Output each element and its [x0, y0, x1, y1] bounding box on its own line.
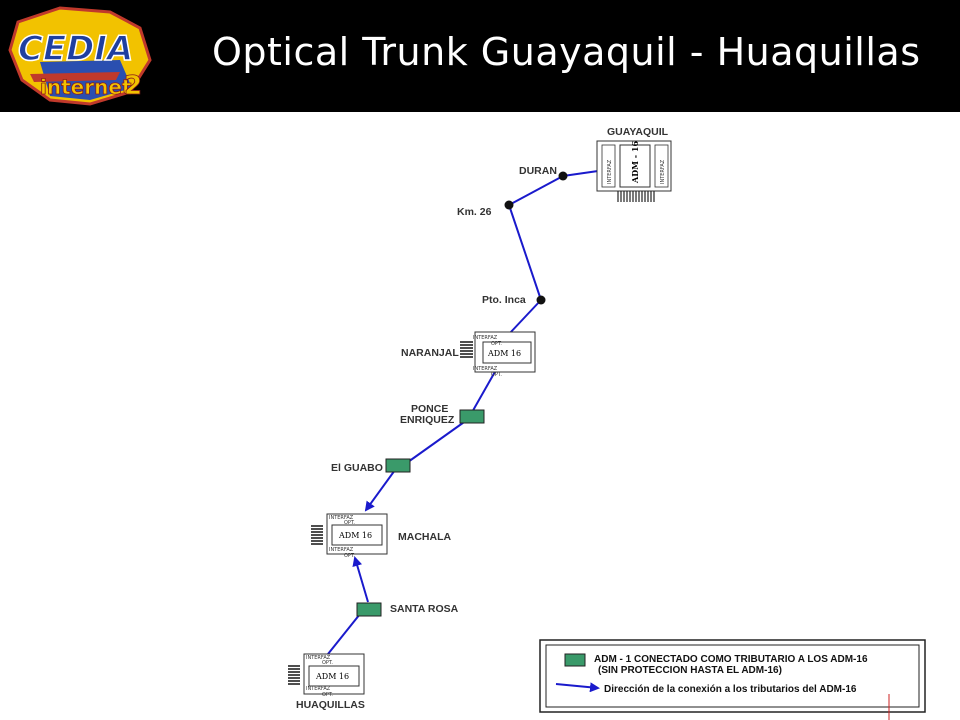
- label-naranjal: NARANJAL: [401, 347, 459, 359]
- naranjal-opt-bottom: OPT.: [491, 372, 502, 378]
- naranjal-interfaz-top: INTERFAZ: [473, 335, 498, 341]
- label-ponce-1: PONCE: [411, 403, 448, 415]
- legend-line-3: Dirección de la conexión a los tributari…: [604, 684, 857, 695]
- trunk-lines: [327, 169, 606, 655]
- adm16-naranjal: ADM 16 INTERFAZ OPT. INTERFAZ OPT.: [460, 331, 536, 378]
- logo-subnum: 2: [124, 71, 142, 101]
- adm1-ponce-enriquez: [459, 409, 485, 424]
- adm16-guayaquil-label: ADM - 16: [630, 141, 640, 184]
- huaquillas-opt-top: OPT.: [322, 660, 333, 666]
- machala-interfaz-top: INTERFAZ: [329, 515, 354, 521]
- logo-subtext: internet: [40, 75, 132, 99]
- link-santarosa-huaquillas: [327, 613, 361, 655]
- legend-arrow: [555, 682, 600, 693]
- splice-km26: [504, 200, 514, 210]
- link-km26-ptoinca: [508, 204, 542, 301]
- cedia-logo: CEDIA internet 2: [8, 6, 152, 106]
- splice-ptoinca: [536, 295, 546, 305]
- link-ptoinca-naranjal: [508, 299, 542, 335]
- legend-adm1-swatch: [564, 653, 586, 667]
- huaquillas-interfaz-top: INTERFAZ: [306, 655, 331, 661]
- label-ponce-2: ENRIQUEZ: [400, 414, 455, 426]
- guayaquil-side-right: INTERFAZ: [660, 159, 666, 184]
- adm1-el-guabo: [385, 458, 411, 473]
- huaquillas-opt-bottom: OPT.: [322, 692, 333, 698]
- arrow-elguabo-machala: [364, 469, 396, 512]
- adm16-huaquillas: ADM 16 INTERFAZ OPT. INTERFAZ OPT.: [288, 653, 365, 698]
- header-bar: CEDIA internet 2 Optical Trunk Guayaquil…: [0, 0, 960, 112]
- legend-line-1: ADM - 1 CONECTADO COMO TRIBUTARIO A LOS …: [594, 654, 868, 665]
- label-guayaquil: GUAYAQUIL: [607, 126, 669, 138]
- machala-interfaz-bottom: INTERFAZ: [329, 547, 354, 553]
- adm16-naranjal-label: ADM 16: [487, 349, 521, 358]
- label-el-guabo: El GUABO: [331, 462, 383, 474]
- label-km26: Km. 26: [457, 206, 492, 218]
- adm16-guayaquil: ADM - 16 INTERFAZ INTERFAZ: [596, 140, 672, 202]
- legend: ADM - 1 CONECTADO COMO TRIBUTARIO A LOS …: [539, 639, 926, 713]
- guayaquil-side-left: INTERFAZ: [607, 159, 613, 184]
- adm16-machala: ADM 16 INTERFAZ OPT. INTERFAZ OPT.: [311, 513, 388, 559]
- label-huaquillas: HUAQUILLAS: [296, 699, 365, 711]
- adm1-santa-rosa: [356, 602, 382, 617]
- splice-duran: [558, 171, 568, 181]
- naranjal-interfaz-bottom: INTERFAZ: [473, 366, 498, 372]
- page-title: Optical Trunk Guayaquil - Huaquillas: [212, 30, 921, 74]
- legend-line-2: (SIN PROTECCION HASTA EL ADM-16): [598, 665, 782, 676]
- adm16-machala-label: ADM 16: [338, 531, 372, 540]
- label-machala: MACHALA: [398, 531, 451, 543]
- arrow-santarosa-machala: [352, 556, 369, 603]
- machala-opt-bottom: OPT.: [344, 553, 355, 559]
- machala-opt-top: OPT.: [344, 520, 355, 526]
- logo-text: CEDIA: [18, 29, 133, 69]
- link-naranjal-ponce: [470, 369, 497, 415]
- logo-map-red: [30, 72, 120, 82]
- naranjal-opt-top: OPT.: [491, 341, 502, 347]
- link-duran-km26: [508, 175, 564, 206]
- link-ponce-elguabo: [407, 419, 468, 463]
- label-santa-rosa: SANTA ROSA: [390, 603, 459, 615]
- label-duran: DURAN: [519, 165, 557, 177]
- adm16-huaquillas-label: ADM 16: [315, 672, 349, 681]
- huaquillas-interfaz-bottom: INTERFAZ: [306, 686, 331, 692]
- label-pto-inca: Pto. Inca: [482, 294, 526, 306]
